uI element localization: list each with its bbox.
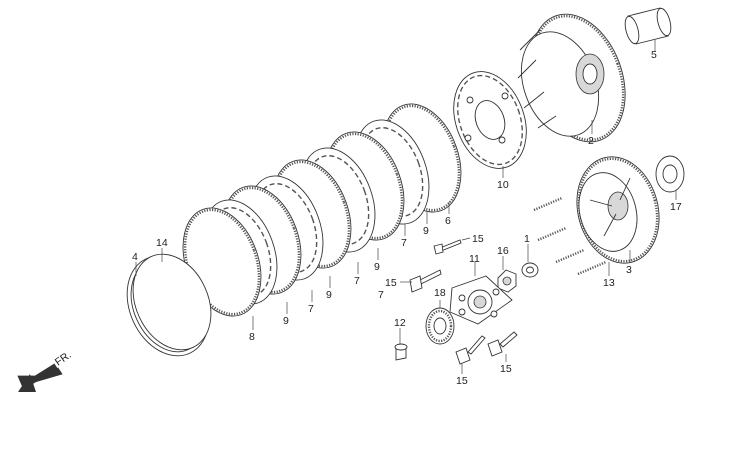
callout-1: 1 — [524, 233, 530, 245]
callout-8: 8 — [249, 331, 255, 343]
part-lifter-piece — [394, 343, 408, 361]
callout-9: 9 — [283, 315, 289, 327]
front-direction-label: FR. — [53, 349, 74, 369]
callout-13: 13 — [603, 277, 615, 289]
front-direction-arrow-icon — [17, 363, 63, 392]
callout-4: 4 — [132, 251, 138, 263]
callout-17: 17 — [670, 201, 682, 213]
callout-6: 6 — [445, 215, 451, 227]
callout-3: 3 — [626, 264, 632, 276]
callout-9: 9 — [423, 225, 429, 237]
part-judder-spring — [126, 253, 212, 357]
callout-labels: 1 2 3 4 5 6 7 7 7 7 8 9 9 9 9 10 11 12 1… — [132, 49, 682, 387]
part-pressure-plate — [453, 71, 527, 169]
callout-5: 5 — [651, 49, 657, 61]
clutch-disc-stack — [182, 103, 462, 317]
callout-11: 11 — [469, 253, 480, 265]
part-lock-nut — [497, 269, 517, 293]
callout-14: 14 — [156, 237, 168, 249]
part-bearing — [425, 307, 455, 345]
callout-18: 18 — [434, 287, 446, 299]
callout-2: 2 — [588, 135, 594, 147]
part-clutch-center — [576, 156, 660, 264]
part-lifter-plate — [449, 275, 513, 325]
callout-7: 7 — [354, 275, 360, 287]
callout-9: 9 — [374, 261, 380, 273]
callout-7: 7 — [308, 303, 314, 315]
callout-15: 15 — [385, 277, 397, 289]
part-bush — [624, 7, 672, 45]
callout-7: 7 — [378, 289, 384, 301]
callout-12: 12 — [394, 317, 406, 329]
callout-15: 15 — [472, 233, 484, 245]
callout-10: 10 — [497, 179, 509, 191]
callout-15: 15 — [456, 375, 468, 387]
part-washer — [521, 262, 539, 278]
leader-lines — [135, 40, 677, 374]
part-lock-washer — [655, 155, 685, 193]
callout-9: 9 — [326, 289, 332, 301]
part-bolts — [409, 239, 518, 365]
callout-16: 16 — [497, 245, 509, 257]
part-clutch-outer-housing — [517, 13, 626, 143]
callout-15: 15 — [500, 363, 512, 375]
callout-7: 7 — [401, 237, 407, 249]
